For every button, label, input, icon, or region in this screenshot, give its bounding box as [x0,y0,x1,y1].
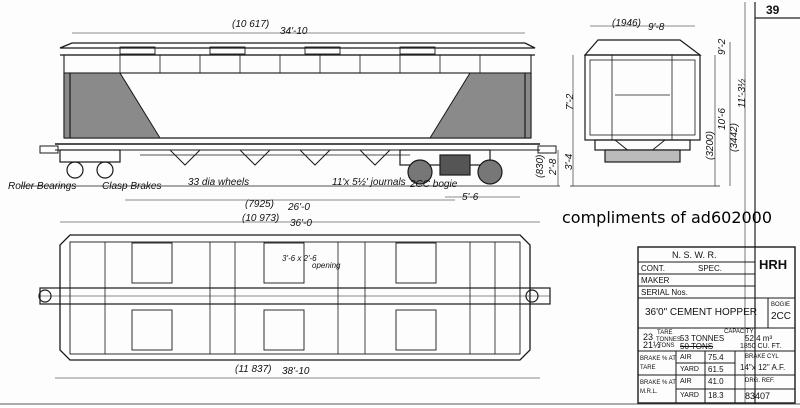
tb-capacity-tonnes: 53 TONNES [680,334,725,343]
tb-tare-tonnes: 23 [643,332,654,342]
tb-class-code: HRH [759,257,788,272]
tb-brake-mrl-label: BRAKE % AT M.R.L. [640,380,676,395]
tb-serial-label: SERIAL Nos. [641,288,688,297]
end-dim-h2-metric: (3442) [729,123,740,152]
side-view [20,32,560,223]
tb-air-label-mrl: AIR [680,378,692,385]
sheet-number: 39 [766,3,780,17]
tb-cont-label: CONT. [641,264,665,273]
tb-air-mrl: 41.0 [708,377,724,386]
tb-maker-label: MAKER [641,276,670,285]
tb-bogie-label: BOGIE [771,302,791,308]
tb-yard-mrl: 18.3 [708,391,724,400]
dim-floor: 3'-4 [564,153,575,170]
plan-dim-length-imperial: 38'-10 [282,366,310,377]
tb-yard-tare: 61.5 [708,365,724,374]
tb-capacity-m3: 52.4 m³ [745,334,773,343]
tb-brake-tare-label: BRAKE % AT TARE [640,356,676,371]
note-journals: 11'x 5½' journals [332,177,406,188]
tb-title: 36'0" CEMENT HOPPER [645,307,757,318]
plan-note-opening: opening [312,261,341,270]
dim-height-metric: (830) [535,154,546,178]
tb-tonnes-label: TONNES [656,337,681,343]
tb-tare-label: TARE [657,330,673,336]
dim-wheelbase: 5'-6 [462,192,479,203]
end-dim-side: 7'-2 [565,93,576,110]
end-dim-width-metric: (1946) [612,18,641,29]
dim-overall-imperial: 36'-0 [290,218,312,229]
dim-centres-imperial: 26'-0 [288,202,310,213]
tb-air-tare: 75.4 [708,353,724,362]
tb-capacity-tons: 50 TONS [680,342,714,351]
dim-length-imperial: 34'-10 [280,26,308,37]
end-dim-width-imperial: 9'-8 [648,22,665,33]
tb-tons-label: TONS [658,343,675,349]
tb-capacity-cuft: 1850 CU. FT. [740,343,782,350]
dim-height-imperial: 2'-8 [548,158,559,175]
tb-yard-label-tare: YARD [680,366,699,373]
plan-dim-length-metric: (11 837) [235,364,272,375]
end-dim-h2: 11'-3½ [737,78,748,108]
note-clasp-brakes: Clasp Brakes [102,181,162,192]
dim-overall-metric: (10 973) [242,213,280,224]
end-dim-top: 9'-2 [717,38,728,55]
tb-tare-tons: 21½ [643,340,661,350]
tb-drg-ref-value: 83407 [745,391,771,401]
credit-text: compliments of ad602000 [562,208,773,227]
tb-capacity-label: CAPACITY [724,329,754,335]
dim-length-metric: (10 617) [232,19,270,30]
tb-drg-ref-label: DRG. REF. [745,378,775,384]
end-dim-h1: 10'-6 [717,108,728,130]
tb-bogie-value: 2CC [771,311,792,322]
tb-air-label-tare: AIR [680,354,692,361]
plan-view [38,234,551,379]
tb-yard-label-mrl: YARD [680,392,699,399]
dim-centres-metric: (7925) [245,199,274,210]
note-wheels: 33 dia wheels [188,177,250,188]
tb-brake-cyl-value: 14"x 12" A.F. [740,363,786,372]
tb-railway: N. S. W. R. [672,250,717,260]
end-view [557,25,731,187]
title-block [637,246,796,404]
tb-spec-label: SPEC. [698,264,723,273]
note-bogie: 2CC bogie [410,179,458,190]
plan-dim-hatch: 3'-6 x 2'-6 [282,254,317,263]
end-dim-h1-metric: (3200) [705,131,716,160]
tb-brake-cyl-label: BRAKE CYL [745,354,779,360]
note-roller-bearings: Roller Bearings [8,181,77,192]
